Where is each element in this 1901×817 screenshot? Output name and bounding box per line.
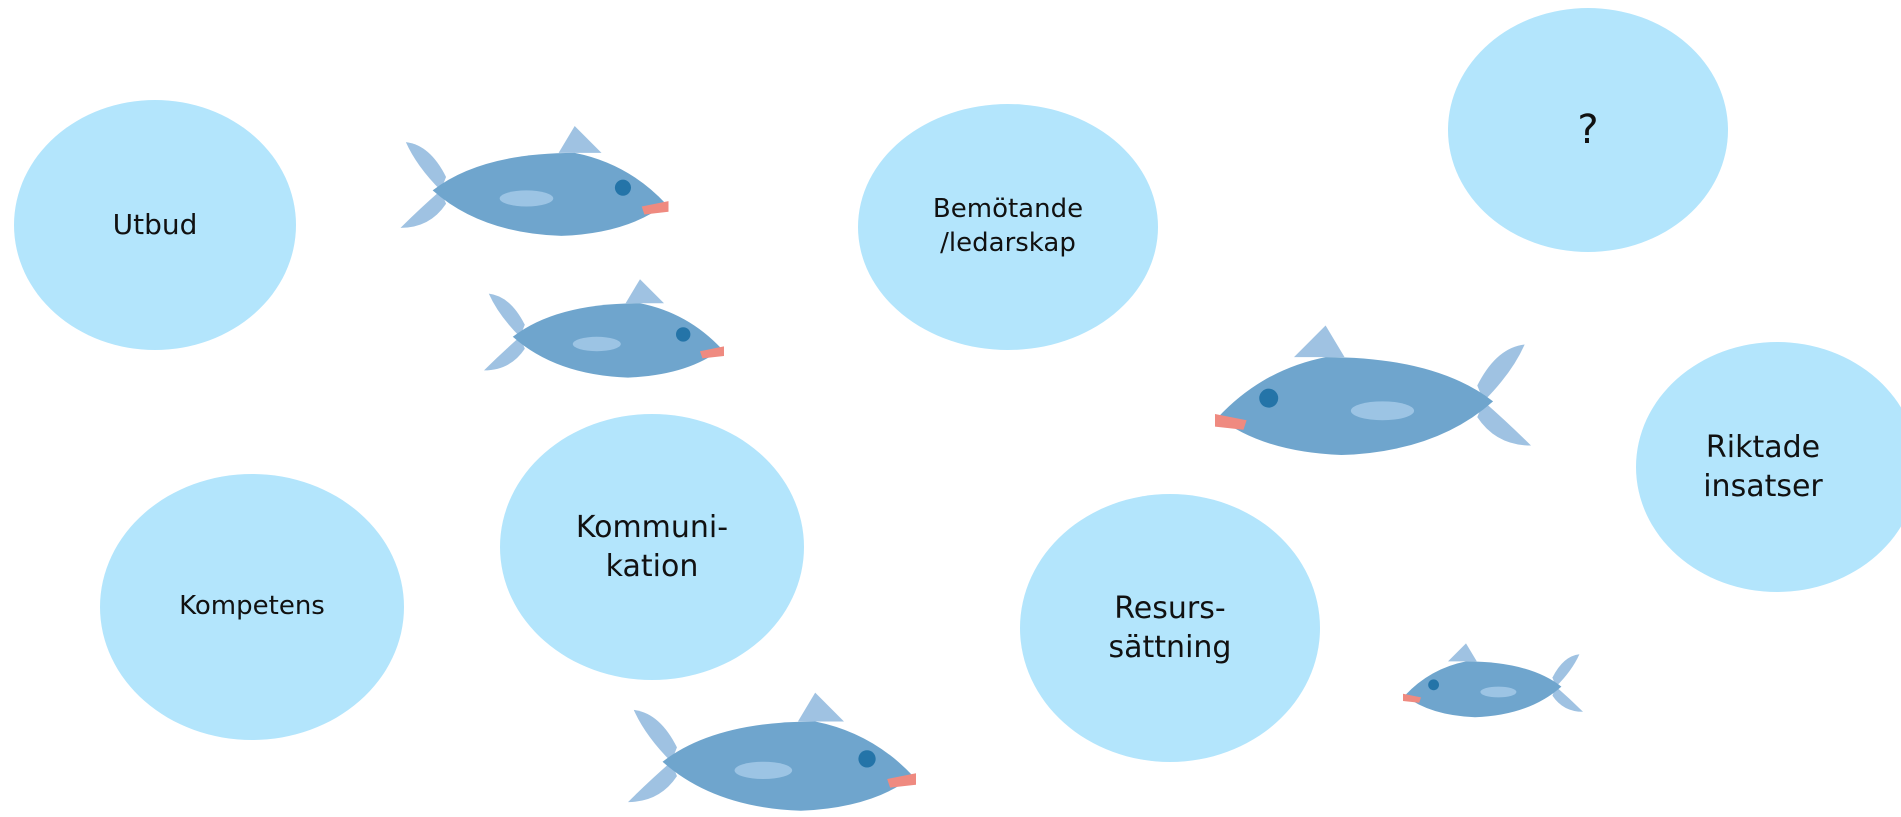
fish-icon — [1384, 638, 1602, 728]
bubble-label: Resurs- sättning — [1109, 589, 1232, 667]
fish-icon — [458, 272, 750, 392]
bubble-label: ? — [1577, 104, 1598, 156]
bubble-question: ? — [1448, 8, 1728, 252]
bubble-label: Riktade insatser — [1703, 428, 1823, 506]
bubble-riktade-insatser: Riktade insatser — [1636, 342, 1901, 592]
bubble-utbud: Utbud — [14, 100, 296, 350]
bubble-label: Utbud — [113, 207, 198, 243]
bubble-kommunikation: Kommuni- kation — [500, 414, 804, 680]
bubble-kompetens: Kompetens — [100, 474, 404, 740]
bubble-label: Kommuni- kation — [576, 508, 728, 586]
bubble-label: Kompetens — [179, 590, 325, 624]
fish-icon — [1174, 316, 1572, 474]
bubble-bemotande: Bemötande /ledarskap — [858, 104, 1158, 350]
fish-icon — [598, 684, 946, 817]
fish-icon — [372, 118, 697, 252]
bubble-resurssattning: Resurs- sättning — [1020, 494, 1320, 762]
bubble-label: Bemötande /ledarskap — [933, 193, 1083, 261]
